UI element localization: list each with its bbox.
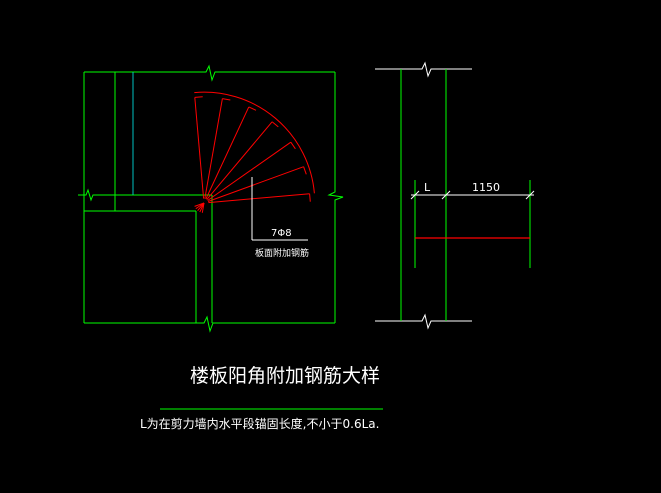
rebar-hook xyxy=(222,98,231,101)
rebar-hook xyxy=(271,121,279,128)
section-top-break xyxy=(375,61,472,78)
rebar-bar xyxy=(205,106,250,200)
rebar-bar xyxy=(204,98,223,199)
rebar-hook xyxy=(290,141,296,150)
rebar-bar xyxy=(207,141,292,201)
drawing-title: 楼板阳角附加钢筋大样 xyxy=(190,365,380,387)
rebar-hook xyxy=(248,106,257,111)
dim-tick-1 xyxy=(410,190,420,200)
dim-tick-3 xyxy=(525,190,535,200)
rebar-bar xyxy=(206,121,273,200)
rebar-bar xyxy=(207,166,304,202)
section-bottom-break xyxy=(375,313,472,330)
plan-bottom-edge xyxy=(84,315,335,333)
corner-rebar-fan xyxy=(194,91,315,213)
dimension-line xyxy=(410,190,535,200)
drawing-note: L为在剪力墙内水平段锚固长度,不小于0.6La. xyxy=(140,416,379,431)
rebar-hook xyxy=(303,166,307,175)
rebar-anchor-stub xyxy=(201,202,205,213)
dim-label-l: L xyxy=(424,181,431,194)
rebar-leader xyxy=(251,177,308,241)
bar-label: 7Φ8 xyxy=(271,228,292,239)
plan-view xyxy=(78,64,344,333)
section-view xyxy=(375,61,472,330)
rebar-hook xyxy=(194,96,203,98)
plan-top-edge xyxy=(84,64,335,82)
rebar-bar xyxy=(208,193,310,204)
dim-label-1150: 1150 xyxy=(472,181,500,194)
dim-tick-2 xyxy=(441,190,451,200)
rebar-outer-arc xyxy=(194,91,315,194)
bar-caption: 板面附加钢筋 xyxy=(255,247,309,259)
rebar-hook xyxy=(309,193,311,202)
wall-line-horizontal-top xyxy=(78,188,212,202)
plan-right-edge xyxy=(327,72,344,323)
rebar-bar xyxy=(194,97,205,199)
